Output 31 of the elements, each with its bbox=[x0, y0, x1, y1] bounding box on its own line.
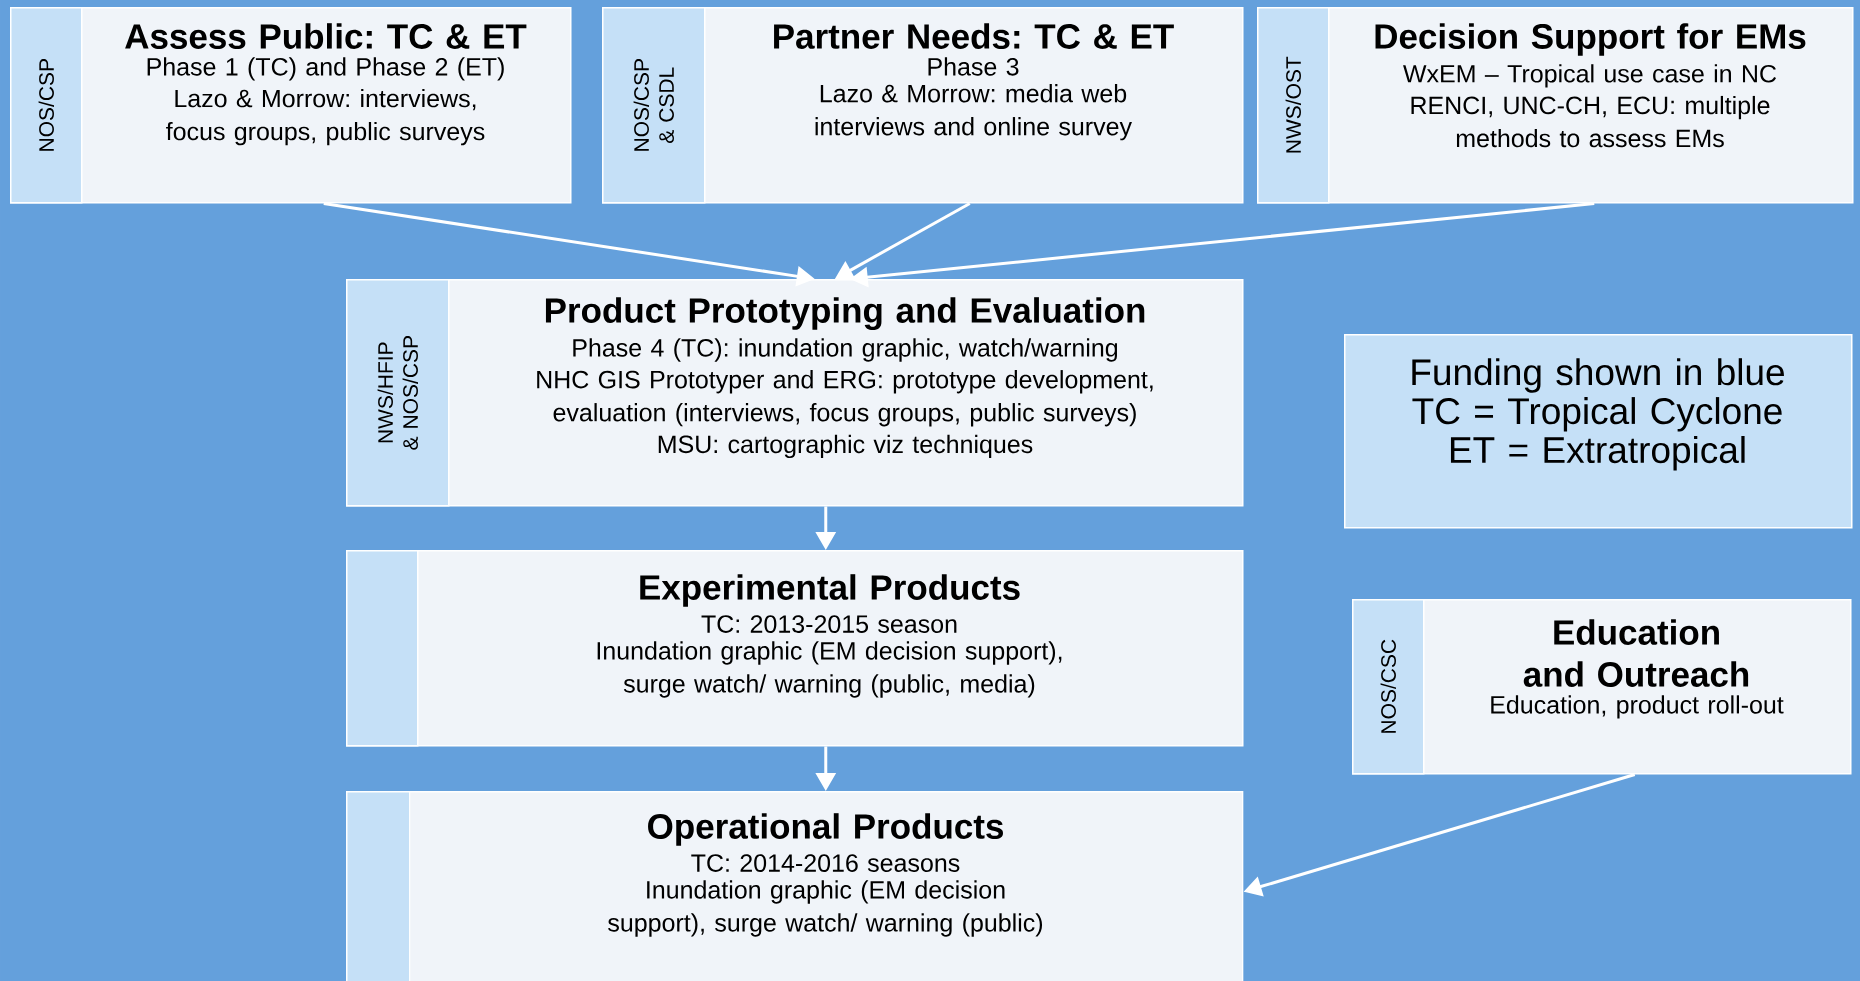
box-text: Education, product roll-out bbox=[1491, 695, 1784, 719]
box-text: Inundation graphic (EM decision support), surge watch/ warning (public, media) bbox=[597, 641, 1062, 698]
box-text: Phase 4 (TC): inundation graphic, watch/warning bbox=[573, 338, 1118, 362]
box-text: Phase 3 bbox=[928, 57, 1019, 76]
box-title: Assess Public: TC & ET bbox=[125, 23, 527, 49]
tab-label: NOS/CSP bbox=[38, 59, 54, 151]
box-title: Partner Needs: TC & ET bbox=[774, 23, 1174, 49]
box-text: WxEM – Tropical use case in NC bbox=[1403, 64, 1777, 88]
box-text: Phase 1 (TC) and Phase 2 (ET) bbox=[147, 57, 504, 81]
box-text: NHC GIS Prototyper and ERG: prototype development, evaluation (interviews, focus groups, public surveys) bbox=[537, 370, 1153, 427]
key-text: Funding shown in blue bbox=[1412, 358, 1784, 393]
side-tab bbox=[346, 550, 419, 747]
box-text: TC: 2013-2015 season bbox=[701, 615, 957, 633]
box-text: Lazo & Morrow: media web interviews and online survey bbox=[815, 84, 1132, 141]
box-title: Operational Products bbox=[648, 813, 1003, 846]
box-text: MSU: cartographic viz techniques bbox=[658, 434, 1033, 459]
tab-label: NWS/OST bbox=[1285, 56, 1301, 153]
box-title: Education and Outreach bbox=[1523, 619, 1749, 687]
box-title: Experimental Products bbox=[640, 574, 1020, 607]
box-title: Decision Support for EMs bbox=[1375, 23, 1806, 56]
tab-label: NWS/HFIP & NOS/CSP bbox=[377, 336, 418, 450]
box-text: Inundation graphic (EM decision support), surge watch/ warning (public) bbox=[608, 880, 1043, 937]
tab-label: NOS/CSP & CSDL bbox=[633, 59, 674, 151]
key-text: TC = Tropical Cyclone bbox=[1412, 397, 1782, 432]
key-text: ET = Extratropical bbox=[1450, 436, 1745, 471]
side-tab bbox=[346, 791, 411, 981]
box-text: RENCI, UNC-CH, ECU: multiple methods to assess EMs bbox=[1411, 95, 1770, 148]
box-text: TC: 2014-2016 seasons bbox=[691, 854, 960, 872]
box-title: Product Prototyping and Evaluation bbox=[545, 297, 1145, 330]
tab-label: NOS/CSC bbox=[1380, 639, 1396, 733]
box-text: Lazo & Morrow: interviews, focus groups, public surveys bbox=[166, 89, 485, 146]
